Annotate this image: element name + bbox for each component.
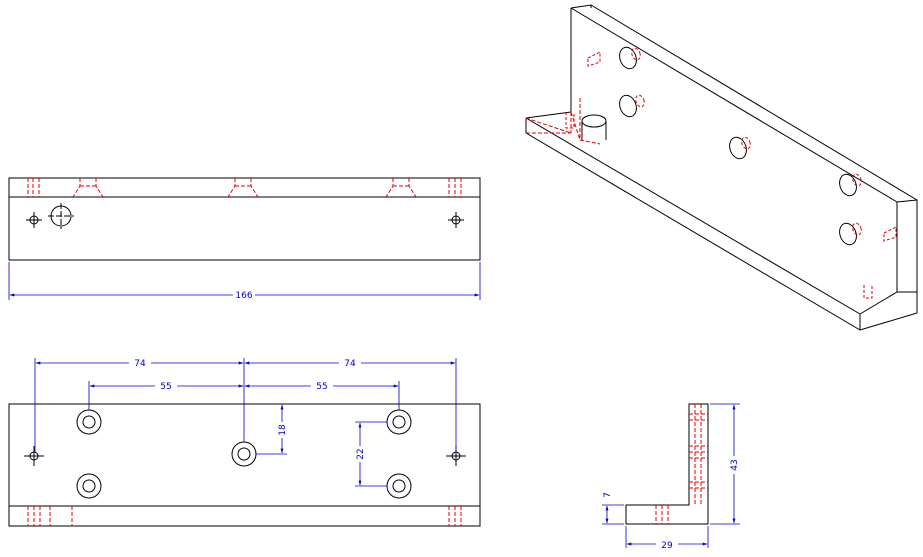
dim-label-166: 166 <box>235 291 252 301</box>
side-view-hidden-lines <box>655 404 708 524</box>
iso-boss <box>581 114 607 128</box>
front-dim-labels: 74 74 55 55 18 22 <box>129 357 366 462</box>
iso-hidden-lines <box>525 98 601 145</box>
counterbore-upper-right <box>386 409 412 435</box>
front-view: 74 74 55 55 18 22 <box>8 357 481 527</box>
side-dim-labels: 43 7 29 <box>601 456 740 551</box>
dim-label-74-left: 74 <box>134 359 146 369</box>
counterbore-upper-left <box>76 409 102 435</box>
dim-label-29: 29 <box>661 541 673 551</box>
iso-hole-1 <box>619 46 637 70</box>
dim-label-55-right: 55 <box>316 382 327 392</box>
dim-label-43: 43 <box>730 459 740 470</box>
isometric-view <box>525 4 918 331</box>
iso-hidden-holes <box>565 47 897 299</box>
counterbore-center <box>231 441 257 467</box>
dim-166: 166 <box>8 262 481 301</box>
front-view-hidden-lines <box>27 506 462 526</box>
top-view-outline <box>8 177 481 261</box>
side-view-outline <box>625 403 709 525</box>
iso-outline <box>525 4 918 331</box>
iso-hole-2 <box>619 94 637 118</box>
side-view: 43 7 29 <box>601 403 740 551</box>
front-view-holes <box>24 409 466 499</box>
top-view-hidden-lines <box>27 178 462 198</box>
iso-counterbores <box>581 46 857 246</box>
counterbore-lower-right <box>386 473 412 499</box>
dim-label-55-left: 55 <box>160 382 171 392</box>
iso-hole-3 <box>729 136 747 160</box>
dim-label-74-right: 74 <box>344 359 356 369</box>
front-view-outline <box>8 403 481 527</box>
dim-label-7: 7 <box>603 492 613 498</box>
side-dimensions <box>602 403 740 548</box>
top-view: 166 <box>8 177 481 301</box>
top-view-holes <box>26 203 464 229</box>
dim-label-22: 22 <box>356 448 366 459</box>
iso-hole-5 <box>839 222 857 246</box>
dim-label-18: 18 <box>278 424 288 436</box>
iso-hole-4 <box>839 173 857 197</box>
counterbore-lower-left <box>76 473 102 499</box>
